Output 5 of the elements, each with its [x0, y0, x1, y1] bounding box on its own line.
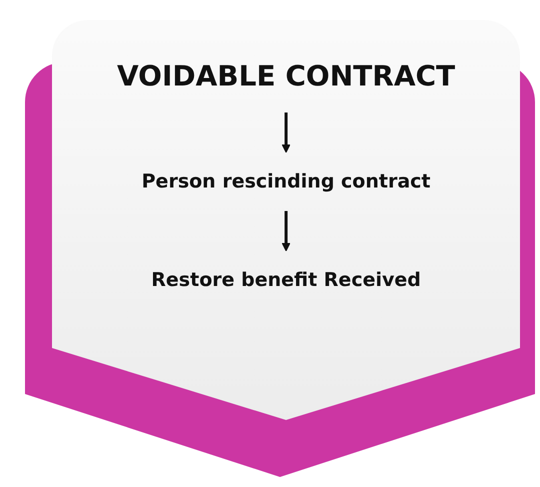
node-text: VOIDABLE CONTRACT: [116, 60, 456, 92]
node-text: Restore benefit Received: [151, 269, 421, 291]
node-text: Person rescinding contract: [142, 170, 430, 192]
arrow: [282, 211, 290, 252]
arrow: [282, 112, 290, 153]
